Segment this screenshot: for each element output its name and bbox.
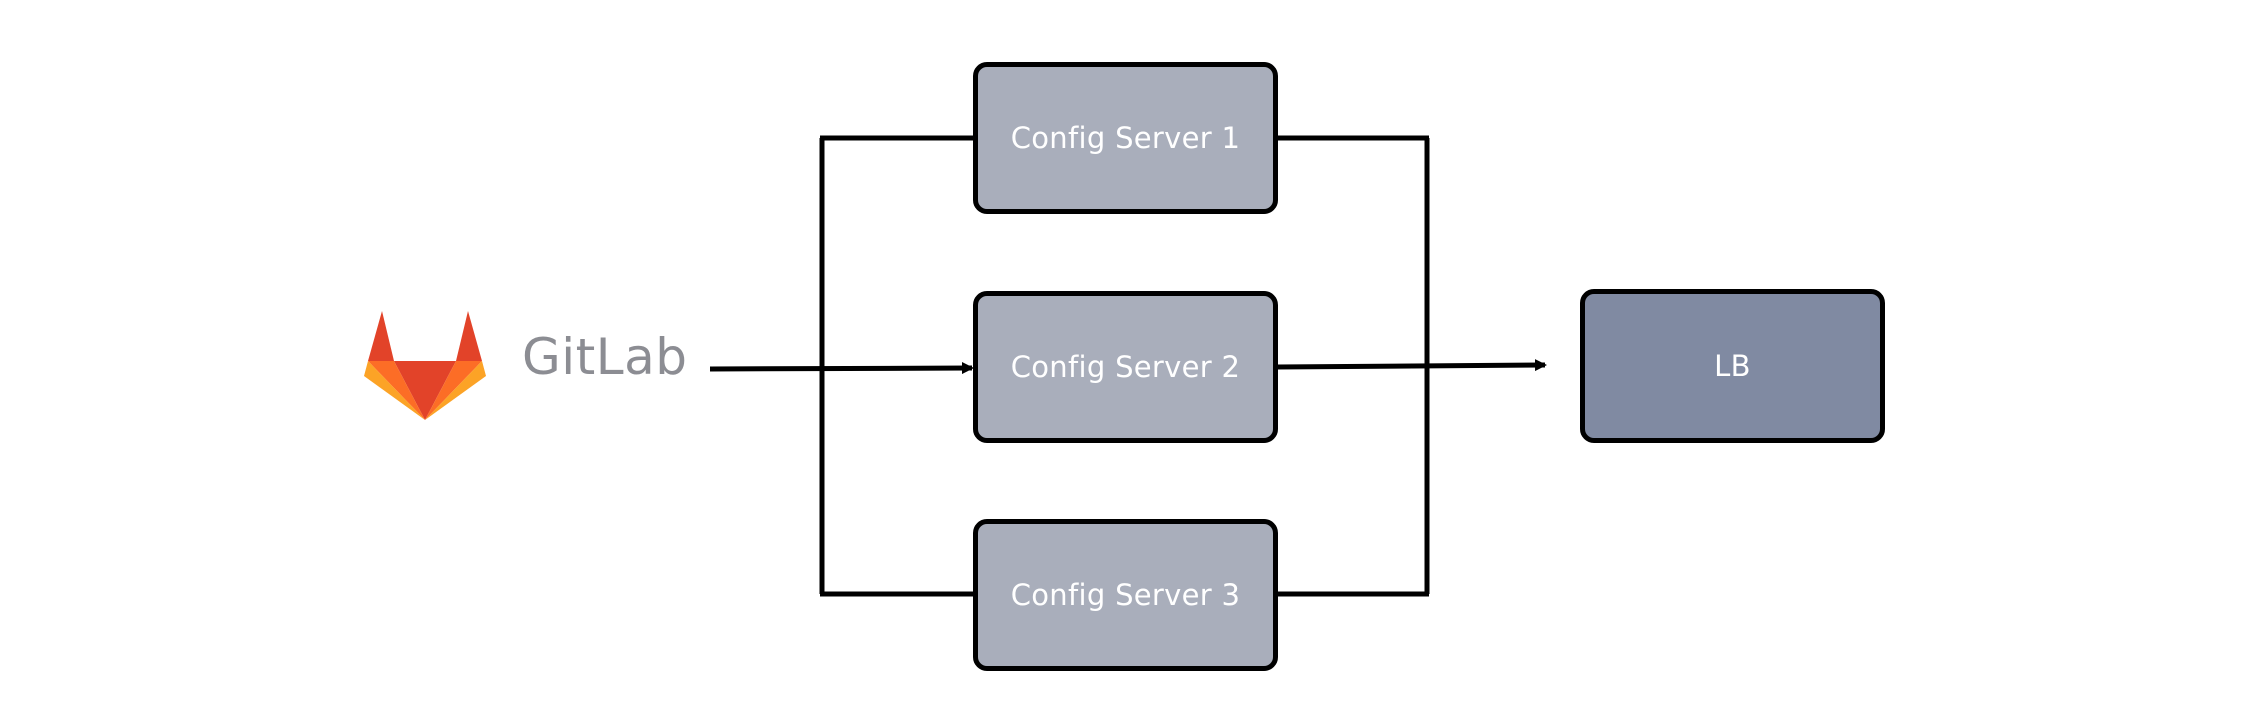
config-server-2-box: Config Server 2 — [973, 291, 1278, 443]
load-balancer-label: LB — [1714, 349, 1751, 383]
config-server-1-label: Config Server 1 — [1010, 121, 1241, 155]
gitlab-wordmark: GitLab — [522, 328, 688, 386]
config-server-3-box: Config Server 3 — [973, 519, 1278, 671]
config-server-3-label: Config Server 3 — [1010, 578, 1241, 612]
config-server-1-box: Config Server 1 — [973, 62, 1278, 214]
gitlab-fox-icon — [364, 311, 486, 420]
gitlab-to-server-arrow — [709, 362, 974, 375]
load-balancer-box: LB — [1580, 289, 1885, 443]
server-to-lb-arrow — [1276, 359, 1547, 372]
config-server-2-label: Config Server 2 — [1010, 350, 1241, 384]
